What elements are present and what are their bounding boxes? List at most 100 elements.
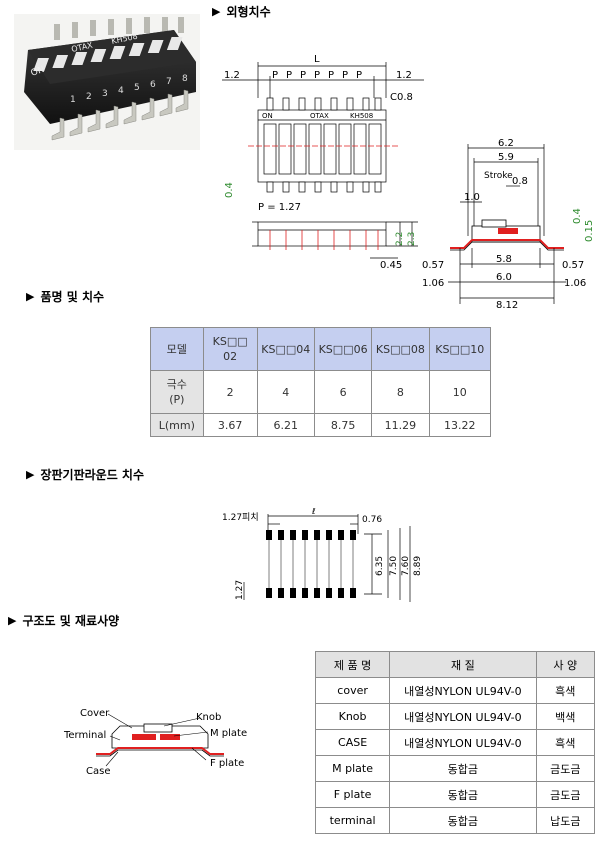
bullet-triangle-icon: ▶ xyxy=(26,290,35,303)
dim-1.06-right: 1.06 xyxy=(564,278,586,289)
pcb-1.27-label: 1.27 xyxy=(235,580,245,600)
dim-0.57-right: 0.57 xyxy=(562,260,584,271)
table-cell: 백색 xyxy=(535,703,596,730)
bullet-triangle-icon: ▶ xyxy=(8,614,17,627)
dim-chamfer-label: C0.8 xyxy=(390,92,413,103)
photo-pins-front xyxy=(51,89,189,141)
table-cell: 내열성NYLON UL94V-0 xyxy=(389,677,537,704)
dim-1.06-left: 1.06 xyxy=(422,278,444,289)
svg-text:1: 1 xyxy=(70,95,76,105)
pcb-l-label: ℓ xyxy=(311,508,316,517)
svg-text:7: 7 xyxy=(166,77,172,87)
section-heading-structure: ▶ 구조도 및 재료사양 xyxy=(8,614,120,628)
materials-header-row: 제 품 명 재 질 사 양 xyxy=(314,651,596,678)
dim-5.9-label: 5.9 xyxy=(498,152,514,163)
table-cell: 8.75 xyxy=(313,413,373,437)
dim-0.15-label: 0.15 xyxy=(584,220,595,242)
materials-header-material: 재 질 xyxy=(389,651,537,678)
table-cell: 13.22 xyxy=(428,413,492,437)
table-cell: 4 xyxy=(256,370,315,414)
dim-edge-right: 1.2 xyxy=(396,70,412,81)
table-row: cover 내열성NYLON UL94V-0 흑색 xyxy=(314,677,596,704)
materials-header-spec: 사 양 xyxy=(535,651,596,678)
table-row: Knob 내열성NYLON UL94V-0 백색 xyxy=(314,703,596,730)
table-cell: 11.29 xyxy=(371,413,430,437)
table-cell: terminal xyxy=(314,807,391,834)
parts-header-model: 모델 xyxy=(150,327,204,371)
parts-table-length-row: L(mm) 3.67 6.21 8.75 11.29 13.22 xyxy=(150,413,492,437)
pcb-land-drawing: 1.27피치 ℓ 0.76 1.27 6.35 7.50 7.60 8.89 xyxy=(222,508,422,602)
front-view xyxy=(252,221,418,259)
table-cell: 금도금 xyxy=(535,781,596,808)
table-row: F plate 동합금 금도금 xyxy=(314,781,596,808)
photo-slide-knobs xyxy=(33,37,183,71)
table-row: CASE 내열성NYLON UL94V-0 흑색 xyxy=(314,729,596,756)
dim-2.2-label: 2.2 xyxy=(395,232,405,246)
section-heading-dimensions: ▶ 외형치수 xyxy=(212,5,271,19)
svg-text:P: P xyxy=(356,70,362,81)
svg-text:P: P xyxy=(272,70,278,81)
pcb-8.89-label: 8.89 xyxy=(413,556,422,576)
table-cell: 2 xyxy=(202,370,258,414)
svg-text:5: 5 xyxy=(134,83,140,93)
parts-label-poles: 극수 (P) xyxy=(150,370,204,414)
parts-header-ks06: KS□□06 xyxy=(313,327,373,371)
table-cell: 흑색 xyxy=(535,729,596,756)
pcb-pads-top xyxy=(266,530,356,540)
label-cover: Cover xyxy=(80,708,110,719)
pcb-pad-links xyxy=(268,540,354,588)
materials-header-product: 제 품 명 xyxy=(314,651,391,678)
svg-text:P: P xyxy=(314,70,320,81)
dim-edge-left: 1.2 xyxy=(224,70,240,81)
table-cell: CASE xyxy=(314,729,391,756)
parts-label-length: L(mm) xyxy=(150,413,204,437)
drawing-brand-label: OTAX xyxy=(310,112,329,120)
pcb-pitch-label: 1.27피치 xyxy=(222,511,259,523)
table-cell: 납도금 xyxy=(535,807,596,834)
svg-text:P: P xyxy=(328,70,334,81)
dim-side-0.4-label: 0.4 xyxy=(572,208,583,224)
table-cell: M plate xyxy=(314,755,391,782)
dim-0.4-label: 0.4 xyxy=(224,182,235,198)
table-cell: 동합금 xyxy=(389,781,537,808)
structure-switch-body xyxy=(96,723,224,757)
svg-text:6: 6 xyxy=(150,80,156,90)
svg-text:2: 2 xyxy=(86,92,92,102)
section-heading-pcb-land: ▶ 장판기판라운드 치수 xyxy=(26,468,145,482)
svg-text:3: 3 xyxy=(102,89,108,99)
table-cell: Knob xyxy=(314,703,391,730)
stroke-label: Stroke xyxy=(484,171,513,181)
table-cell: 흑색 xyxy=(535,677,596,704)
parts-table-poles-row: 극수 (P) 2 4 6 8 10 xyxy=(150,370,492,414)
drawing-model-label: KH508 xyxy=(350,112,373,120)
pcb-7.50-label: 7.50 xyxy=(389,556,399,576)
dim-0.8-label: 0.8 xyxy=(512,176,528,187)
table-cell: 내열성NYLON UL94V-0 xyxy=(389,729,537,756)
table-cell: 내열성NYLON UL94V-0 xyxy=(389,703,537,730)
parts-header-ks10: KS□□10 xyxy=(428,327,492,371)
svg-text:4: 4 xyxy=(118,86,124,96)
table-cell: 6.21 xyxy=(256,413,315,437)
parts-header-ks04: KS□□04 xyxy=(256,327,315,371)
label-knob: Knob xyxy=(196,712,221,723)
svg-text:P: P xyxy=(286,70,292,81)
pcb-7.60-label: 7.60 xyxy=(401,556,411,576)
svg-text:P: P xyxy=(342,70,348,81)
structure-diagram: Cover Knob Terminal M plate Case F plate xyxy=(63,708,247,777)
drawing-on-label: ON xyxy=(262,112,273,120)
parts-table-header-row: 모델 KS□□ 02 KS□□04 KS□□06 KS□□08 KS□□10 xyxy=(150,327,492,371)
dim-2.3-label: 2.3 xyxy=(407,232,417,246)
top-pins xyxy=(266,97,382,111)
photo-on-label: ON xyxy=(30,65,46,79)
table-cell: 동합금 xyxy=(389,755,537,782)
parts-header-ks02: KS□□ 02 xyxy=(202,327,258,371)
table-cell: 금도금 xyxy=(535,755,596,782)
dim-5.8-label: 5.8 xyxy=(496,254,512,265)
table-cell: 동합금 xyxy=(389,807,537,834)
materials-table: 제 품 명 재 질 사 양 cover 내열성NYLON UL94V-0 흑색 … xyxy=(314,651,596,834)
bullet-triangle-icon: ▶ xyxy=(26,468,35,481)
dim-0.45-label: 0.45 xyxy=(380,260,402,271)
